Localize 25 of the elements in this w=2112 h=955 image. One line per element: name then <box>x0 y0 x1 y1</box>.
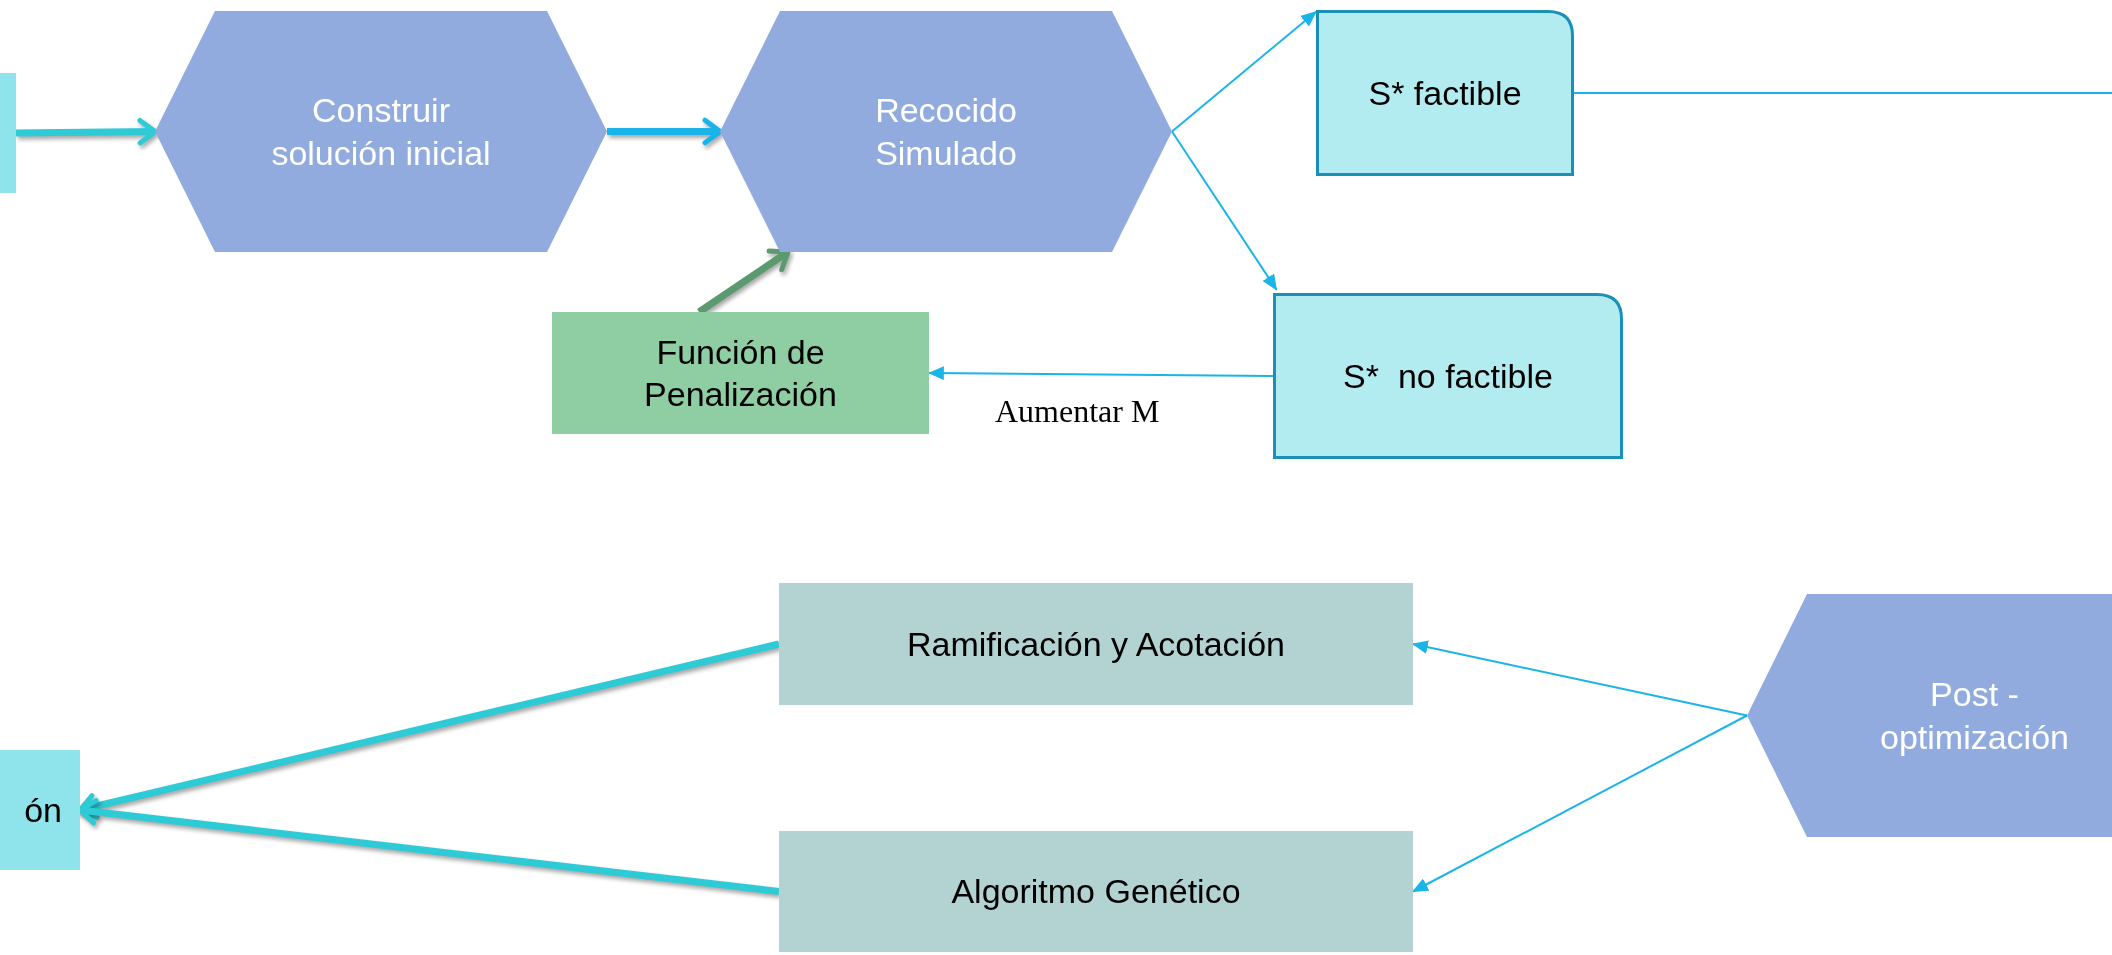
process-box <box>779 583 1413 705</box>
node-label: S* factible <box>1368 72 1522 114</box>
arrow <box>1171 10 1317 133</box>
process-hexagon <box>1747 594 2112 837</box>
arrow <box>1171 130 1278 291</box>
arrow <box>15 117 158 146</box>
node-label: Algoritmo Genético <box>951 871 1241 913</box>
process-hexagon <box>720 11 1172 252</box>
arrow <box>1412 714 1748 893</box>
node-label: S* no factible <box>1343 355 1553 397</box>
arrow <box>697 248 791 315</box>
process-box <box>0 750 80 870</box>
process-box <box>0 73 16 193</box>
node-label: Recocido Simulado <box>874 90 1018 174</box>
node-label: Construir solución inicial <box>270 90 492 174</box>
result-card <box>1273 293 1623 459</box>
process-hexagon <box>155 11 607 252</box>
node-label: Ramificación y Acotación <box>907 623 1285 665</box>
node-label: Post - optimización <box>1879 674 2070 758</box>
arrow <box>607 117 723 146</box>
result-card <box>1316 10 1574 176</box>
process-box <box>552 312 929 434</box>
process-box <box>779 831 1413 952</box>
node-label: ón <box>24 789 62 831</box>
node-label: Función de Penalización <box>643 331 838 415</box>
